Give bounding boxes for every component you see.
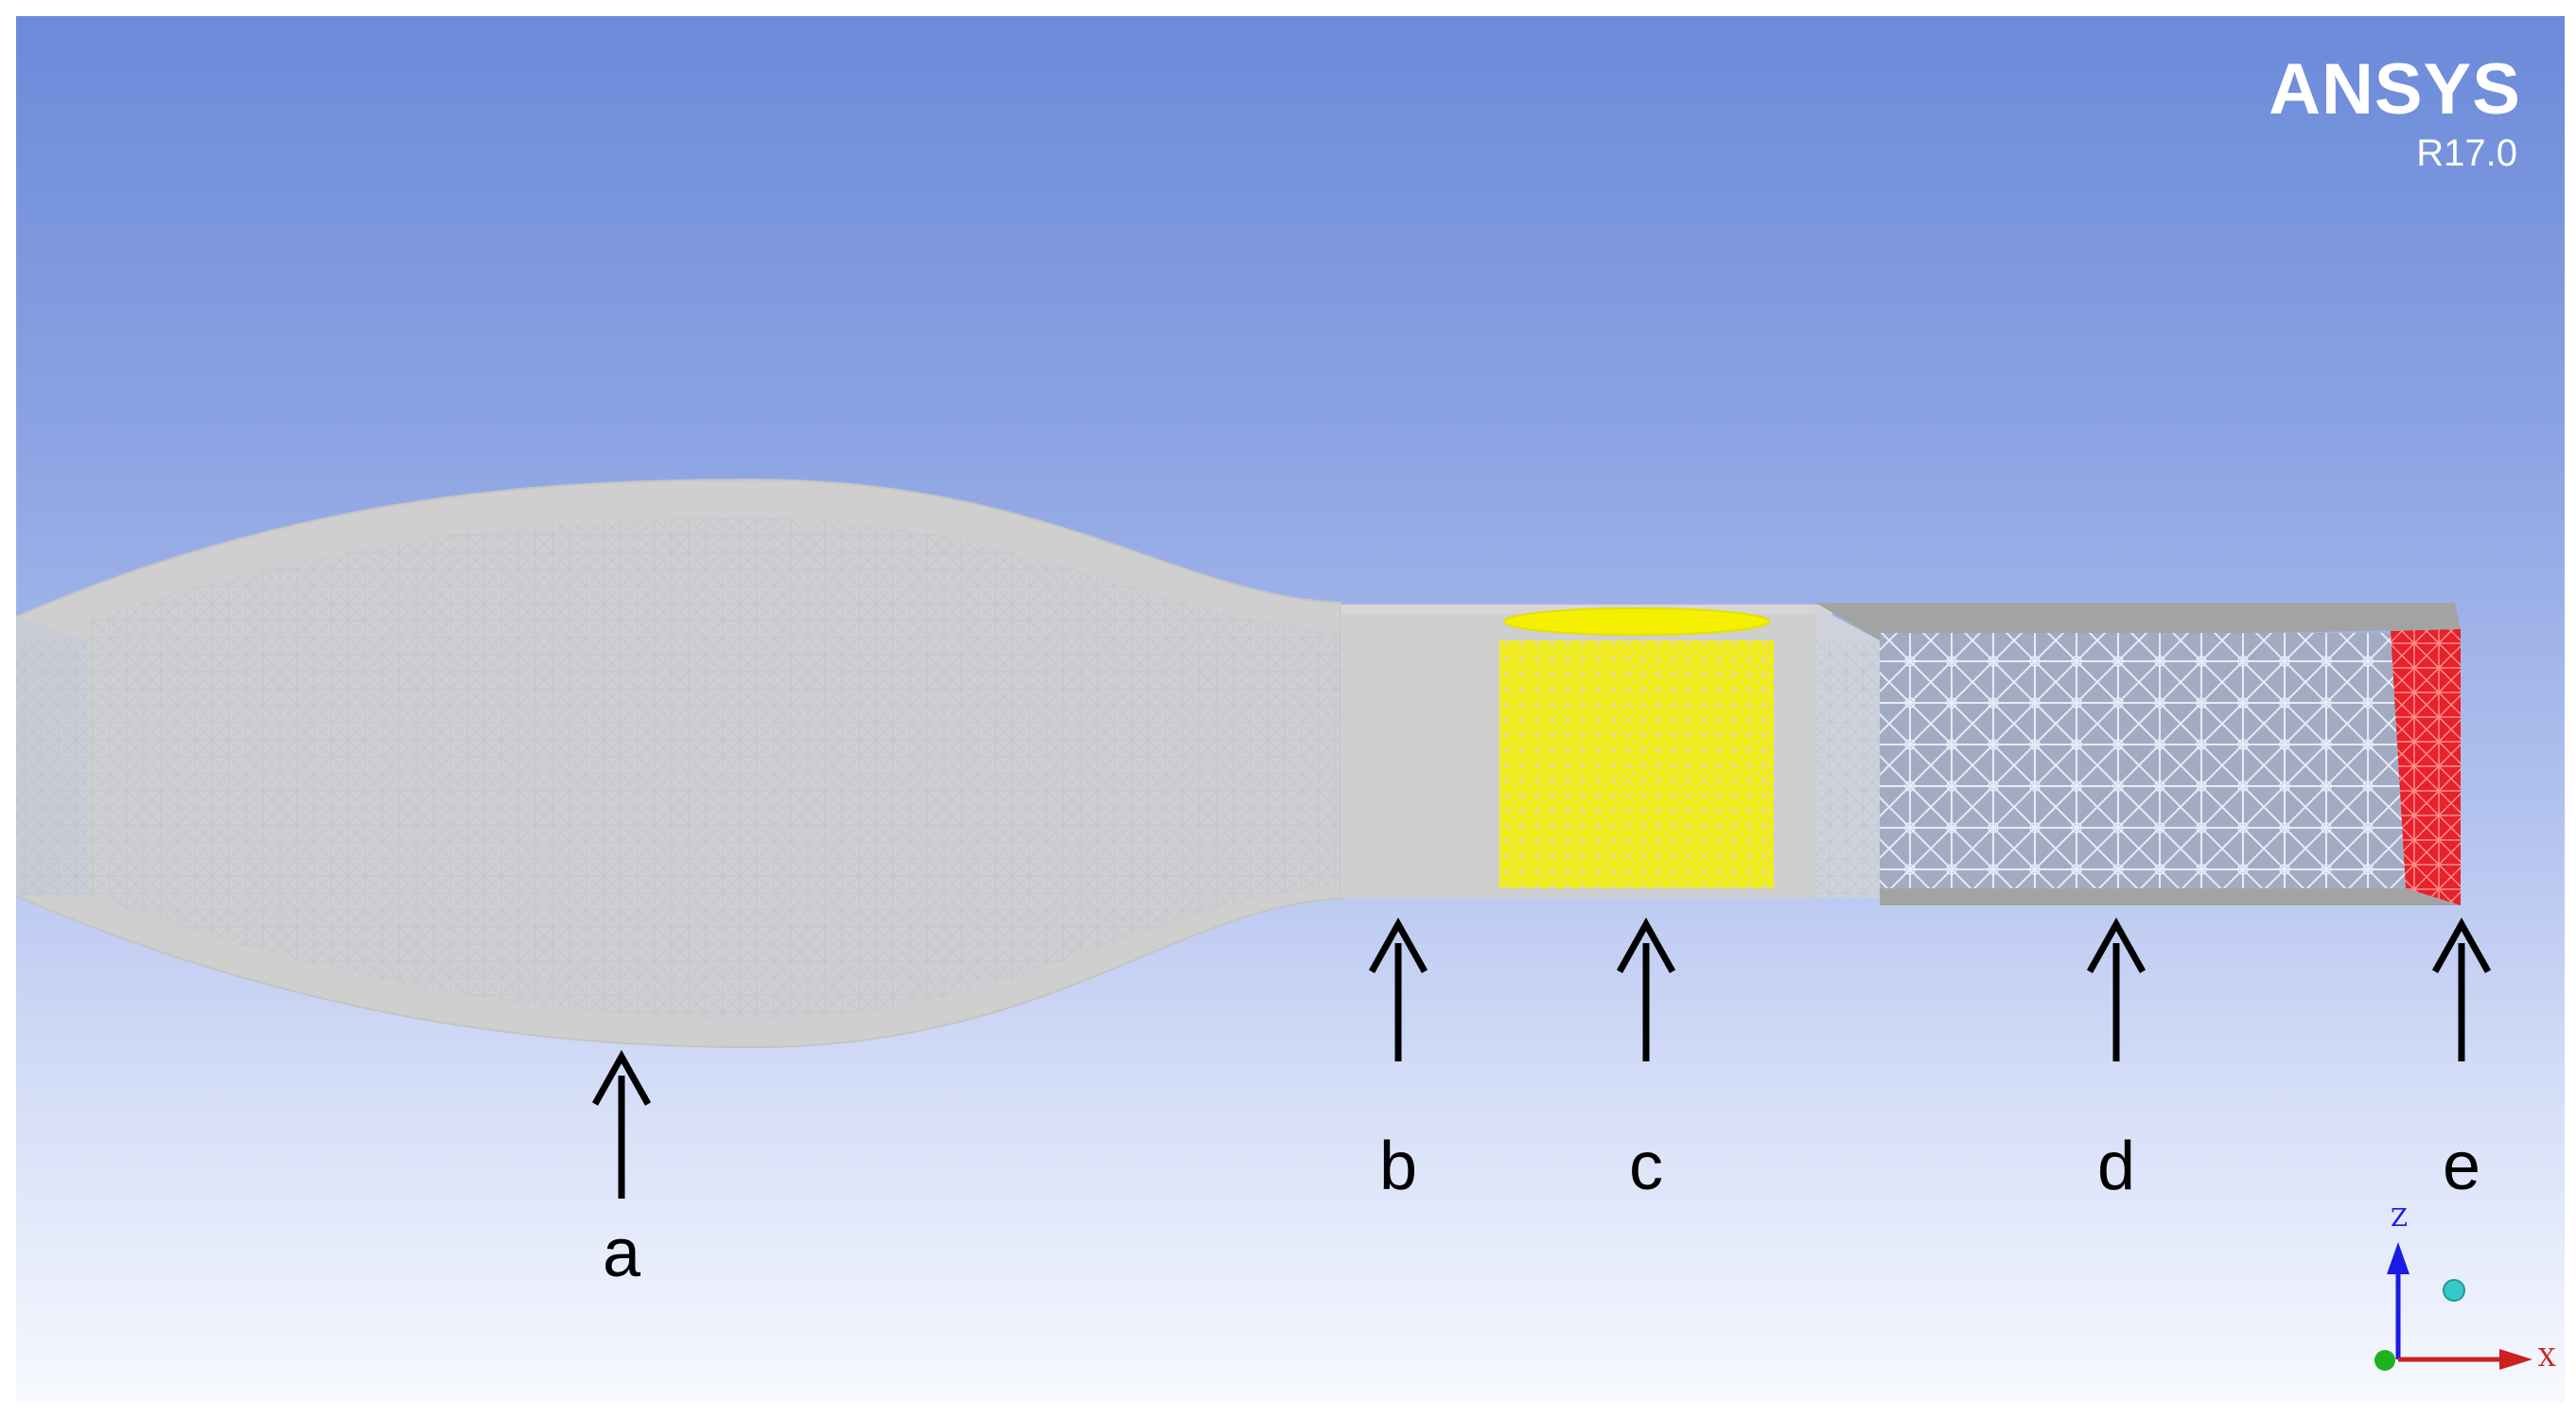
x-axis-arrow-icon <box>2499 1349 2532 1370</box>
arrow-a <box>591 1049 652 1199</box>
arrow-d <box>2086 917 2147 1061</box>
part-d-box[interactable] <box>1815 603 2461 905</box>
y-axis-dot-icon <box>2374 1350 2395 1371</box>
transition-face <box>1815 606 1880 898</box>
rotation-center-icon <box>2443 1279 2465 1302</box>
z-axis-label: Z <box>2391 1204 2409 1233</box>
arrow-e <box>2431 917 2492 1061</box>
part-c-cylinder[interactable] <box>1499 607 1774 888</box>
callout-label-a: a <box>602 1216 641 1291</box>
callout-label-d: d <box>2096 1129 2136 1204</box>
callout-label-b: b <box>1378 1129 1418 1204</box>
x-axis-label: X <box>2538 1344 2556 1373</box>
z-axis-arrow-icon <box>2387 1242 2410 1274</box>
arrow-c <box>1616 917 1676 1061</box>
axis-triad[interactable] <box>2374 1242 2532 1371</box>
ansys-version: R17.0 <box>2416 132 2517 174</box>
graphics-viewport[interactable]: ANSYS R17.0 a b c d e Z X <box>16 16 2565 1403</box>
arrow-b <box>1368 917 1428 1061</box>
ansys-logo: ANSYS <box>2269 49 2521 130</box>
part-a-body[interactable] <box>16 478 1341 1049</box>
model-scene[interactable] <box>16 16 2565 1403</box>
part-e-outlet[interactable] <box>2391 629 2461 905</box>
callout-label-e: e <box>2442 1129 2481 1204</box>
callout-label-c: c <box>1629 1129 1663 1204</box>
